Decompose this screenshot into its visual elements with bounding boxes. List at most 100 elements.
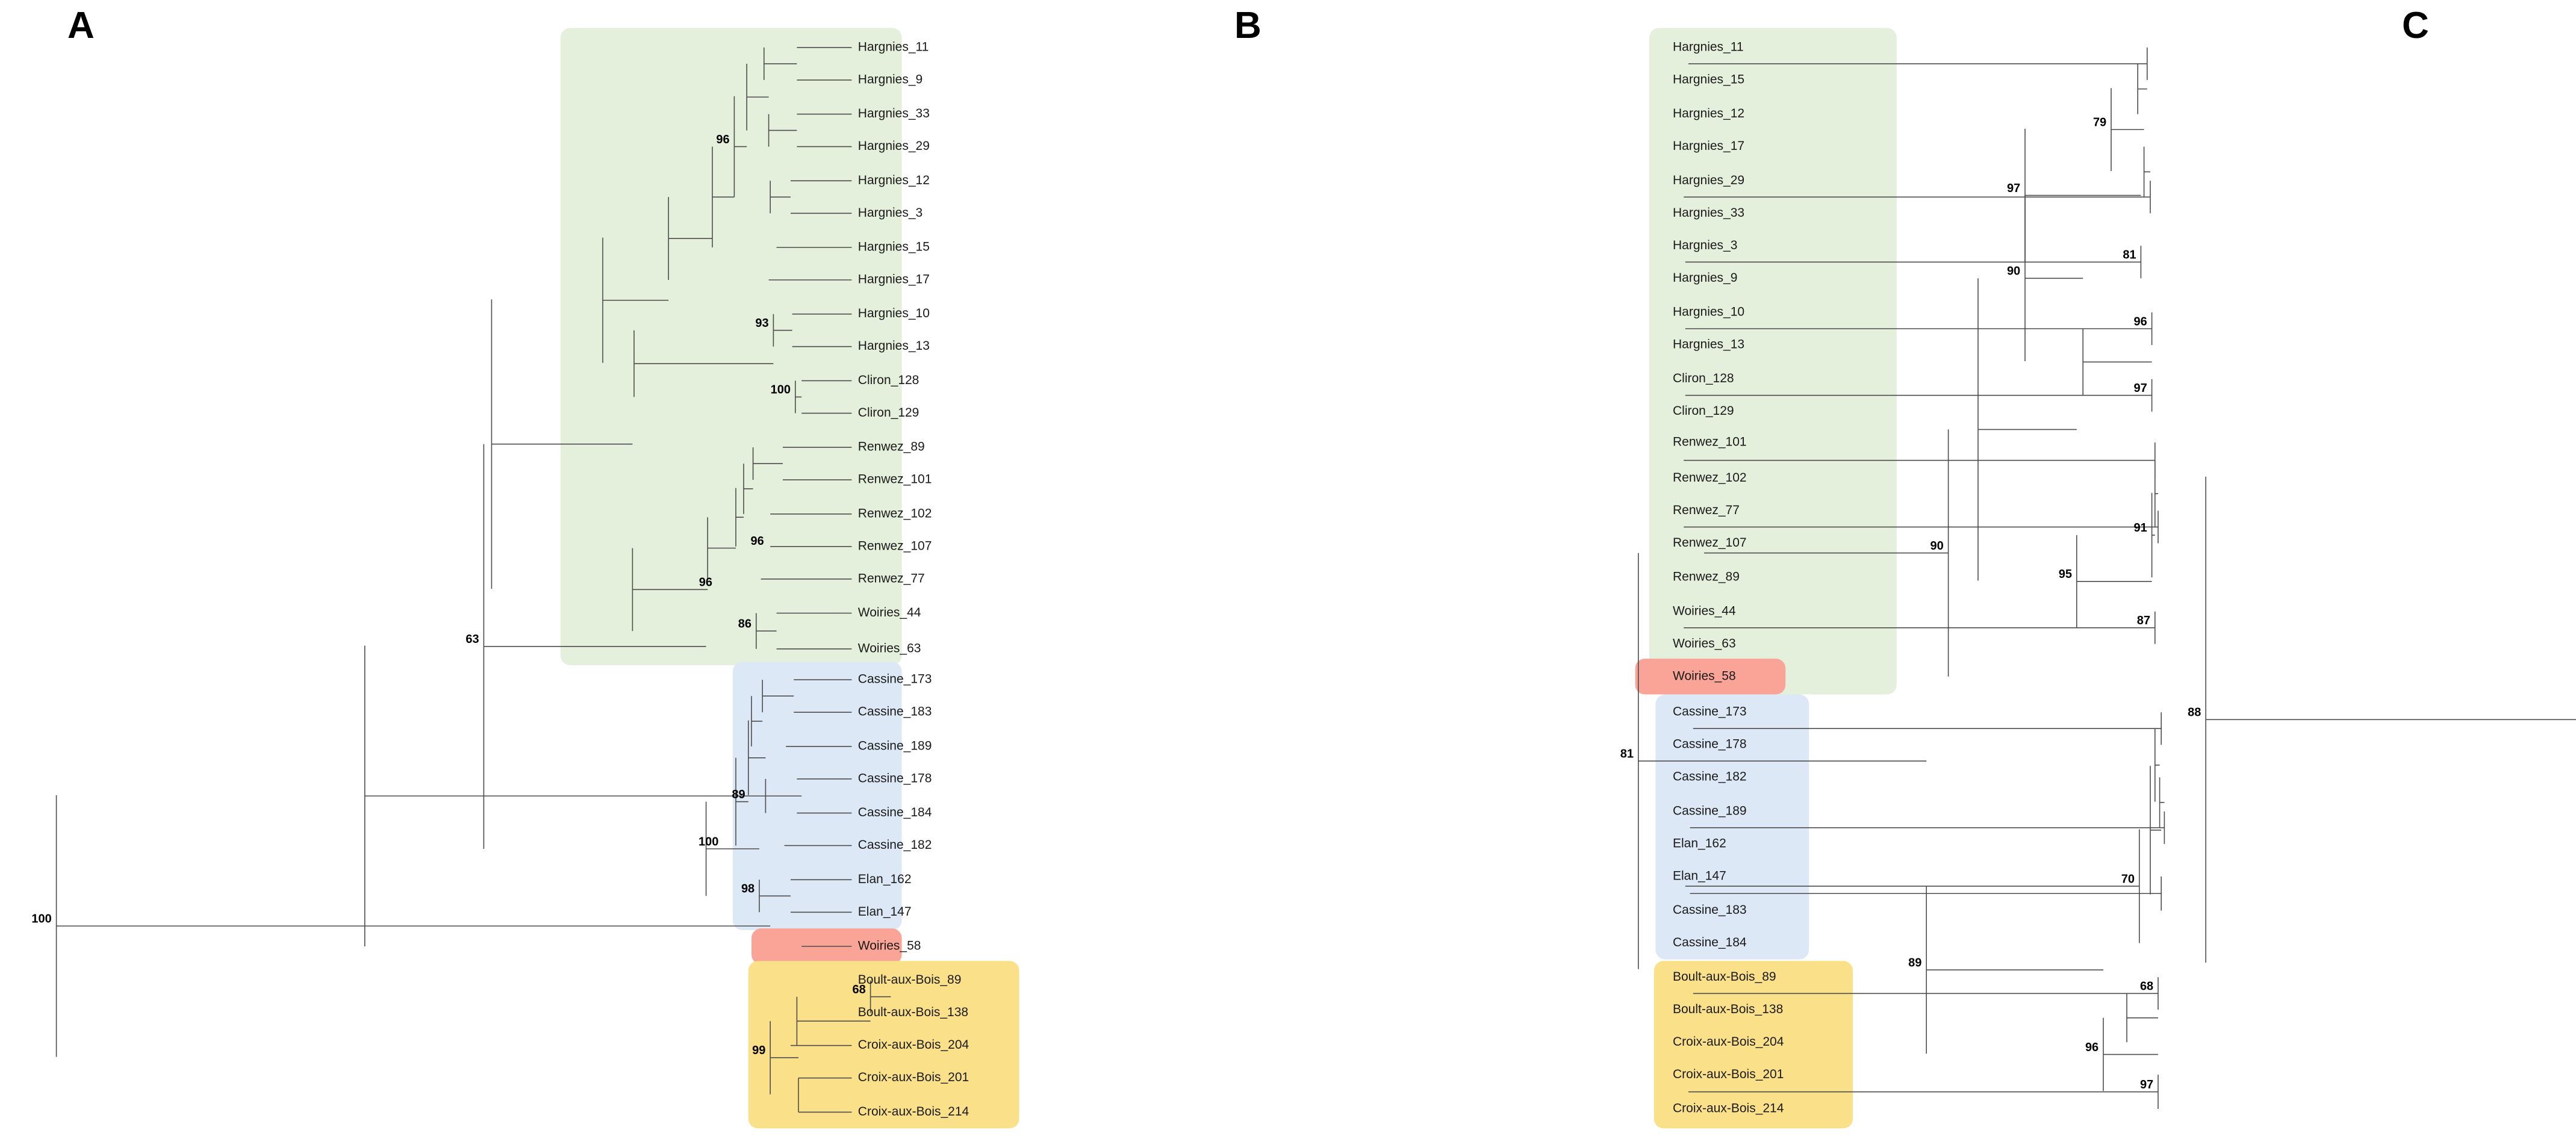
- branch-n-green-in: [1977, 278, 2077, 581]
- tip-label: Hargnies_3: [1673, 238, 1737, 252]
- branch-n-harg-b: [733, 96, 747, 197]
- tip-label: Cassine_182: [1673, 770, 1747, 784]
- bootstrap-value: 68: [2140, 980, 2153, 993]
- bootstrap-value: 81: [1620, 747, 1634, 760]
- branch-n-root: [1638, 553, 1927, 969]
- tip-label: Hargnies_29: [1673, 173, 1744, 187]
- tip-label: Hargnies_12: [858, 173, 930, 187]
- branch-n-cliron: [795, 380, 802, 414]
- branch-n-h-a: [2137, 63, 2147, 114]
- tip-label: Hargnies_13: [858, 339, 930, 353]
- tip-label: Hargnies_15: [1673, 72, 1744, 86]
- branch-n-h-cliron: [2082, 329, 2152, 396]
- branch-n-r-b: [2151, 492, 2155, 578]
- branch-n-c-a: [2159, 777, 2165, 828]
- tip-label: Renwez_77: [858, 571, 925, 585]
- tip-label: Cassine_182: [858, 838, 932, 852]
- tip-label: Cliron_128: [1673, 371, 1734, 385]
- branch-n-e147-c183: [1690, 876, 2162, 911]
- tip-labels: Hargnies_11Hargnies_9Hargnies_33Hargnies…: [858, 40, 969, 1119]
- tip-label: Cassine_184: [858, 805, 932, 819]
- branch-n-h10-13: [1685, 312, 2153, 345]
- bootstrap-value: 97: [2140, 1078, 2153, 1091]
- branch-n-boult-crx: [2126, 993, 2158, 1043]
- tip-label: Woiries_44: [1673, 604, 1736, 618]
- branch-n-h-b: [2143, 146, 2150, 197]
- branch-n-harg10-13: [773, 314, 792, 347]
- branch-n-green: [1704, 429, 1949, 677]
- tip-label: Elan_162: [858, 872, 912, 886]
- panel-label-a: A: [67, 5, 95, 46]
- tip-label: Cassine_178: [858, 771, 932, 785]
- tip-label: Hargnies_29: [858, 139, 930, 153]
- tip-label: Woiries_63: [1673, 636, 1736, 650]
- tip-label: Elan_162: [1673, 836, 1726, 850]
- tip-label: Renwez_89: [858, 440, 925, 454]
- yellow-clade-box: [1654, 961, 1853, 1129]
- bootstrap-value: 100: [31, 913, 51, 926]
- branch-n-h3-9: [1685, 246, 2142, 279]
- tip-label: Boult-aux-Bois_138: [858, 1005, 968, 1019]
- tip-label: Hargnies_33: [858, 107, 930, 120]
- bootstrap-value: 99: [752, 1044, 765, 1057]
- tip-label: Renwez_102: [1673, 471, 1747, 485]
- tip-label: Cassine_189: [858, 739, 932, 752]
- branch-n-c-b: [2154, 728, 2160, 802]
- branch-n-cas-b: [748, 720, 766, 795]
- green-clade-box: [1649, 28, 1897, 695]
- tip-label: Boult-aux-Bois_89: [1673, 970, 1776, 984]
- branch-n-harg-a: [746, 63, 769, 131]
- branch-n-yellow: [2103, 1017, 2158, 1091]
- tip-label: Cassine_189: [1673, 804, 1747, 818]
- branch-n-c173-178: [1693, 712, 2162, 745]
- branch-n-boult-croix: [796, 996, 871, 1046]
- branch-n-harg12-3: [770, 181, 791, 214]
- bootstrap-value: 79: [2093, 116, 2106, 129]
- bootstrap-value: 68: [853, 983, 866, 996]
- tip-label: Renwez_101: [1673, 435, 1747, 449]
- bootstrap-value: 96: [699, 576, 712, 589]
- bootstrap-value: 98: [741, 883, 754, 896]
- tip-label: Croix-aux-Bois_214: [1673, 1102, 1784, 1116]
- tip-label: Cassine_184: [1673, 936, 1747, 949]
- tip-label: Hargnies_9: [1673, 271, 1737, 285]
- tip-label: Cassine_173: [1673, 705, 1747, 719]
- branch-n-elan: [759, 880, 791, 913]
- bootstrap-value: 89: [1908, 956, 1921, 969]
- branch-n-renw89-101: [752, 447, 783, 480]
- tip-label: Hargnies_17: [1673, 139, 1744, 153]
- bootstrap-value: 91: [2134, 521, 2147, 535]
- bootstrap-value: 100: [698, 835, 718, 848]
- branch-n-root: [2205, 476, 2576, 963]
- bootstrap-value: 89: [732, 788, 745, 801]
- bootstrap-value: 81: [2123, 249, 2136, 262]
- tip-label: Croix-aux-Bois_201: [1673, 1067, 1784, 1081]
- tip-label: Elan_147: [858, 905, 912, 919]
- tree-svg-b: Hargnies_11Hargnies_15Hargnies_12Hargnie…: [1620, 28, 2165, 1129]
- panel-c: CHargnies_11Hargnies_33Hargnies_9Hargnie…: [1717, 0, 2576, 1145]
- branch-n-harg-d: [668, 197, 712, 280]
- bootstrap-value: 88: [2188, 706, 2201, 719]
- branch-n-renw-woi: [632, 548, 708, 631]
- tip-label: Croix-aux-Bois_201: [858, 1070, 969, 1084]
- tip-label: Hargnies_17: [858, 273, 930, 287]
- panel-label-b: B: [1234, 5, 1262, 46]
- bootstrap-value: 86: [738, 617, 751, 630]
- branch-n-harg-top: [602, 237, 669, 363]
- branch-n-blue: [1685, 829, 2140, 943]
- bootstrap-value: 96: [751, 535, 764, 548]
- branch-n-harg11-9: [764, 47, 797, 80]
- bootstrap-value: 90: [2007, 265, 2020, 278]
- blue-clade-box: [732, 662, 902, 930]
- branch-n-r77-107: [1684, 510, 2159, 544]
- tip-label: Renwez_89: [1673, 570, 1740, 584]
- tip-branches: [761, 47, 852, 1113]
- bootstrap-value: 63: [465, 633, 479, 646]
- branch-n-r-a: [2154, 460, 2158, 527]
- branch-n-renw-c: [707, 517, 736, 579]
- tip-labels: Hargnies_11Hargnies_15Hargnies_12Hargnie…: [1673, 40, 1784, 1115]
- tip-label: Boult-aux-Bois_138: [1673, 1002, 1783, 1016]
